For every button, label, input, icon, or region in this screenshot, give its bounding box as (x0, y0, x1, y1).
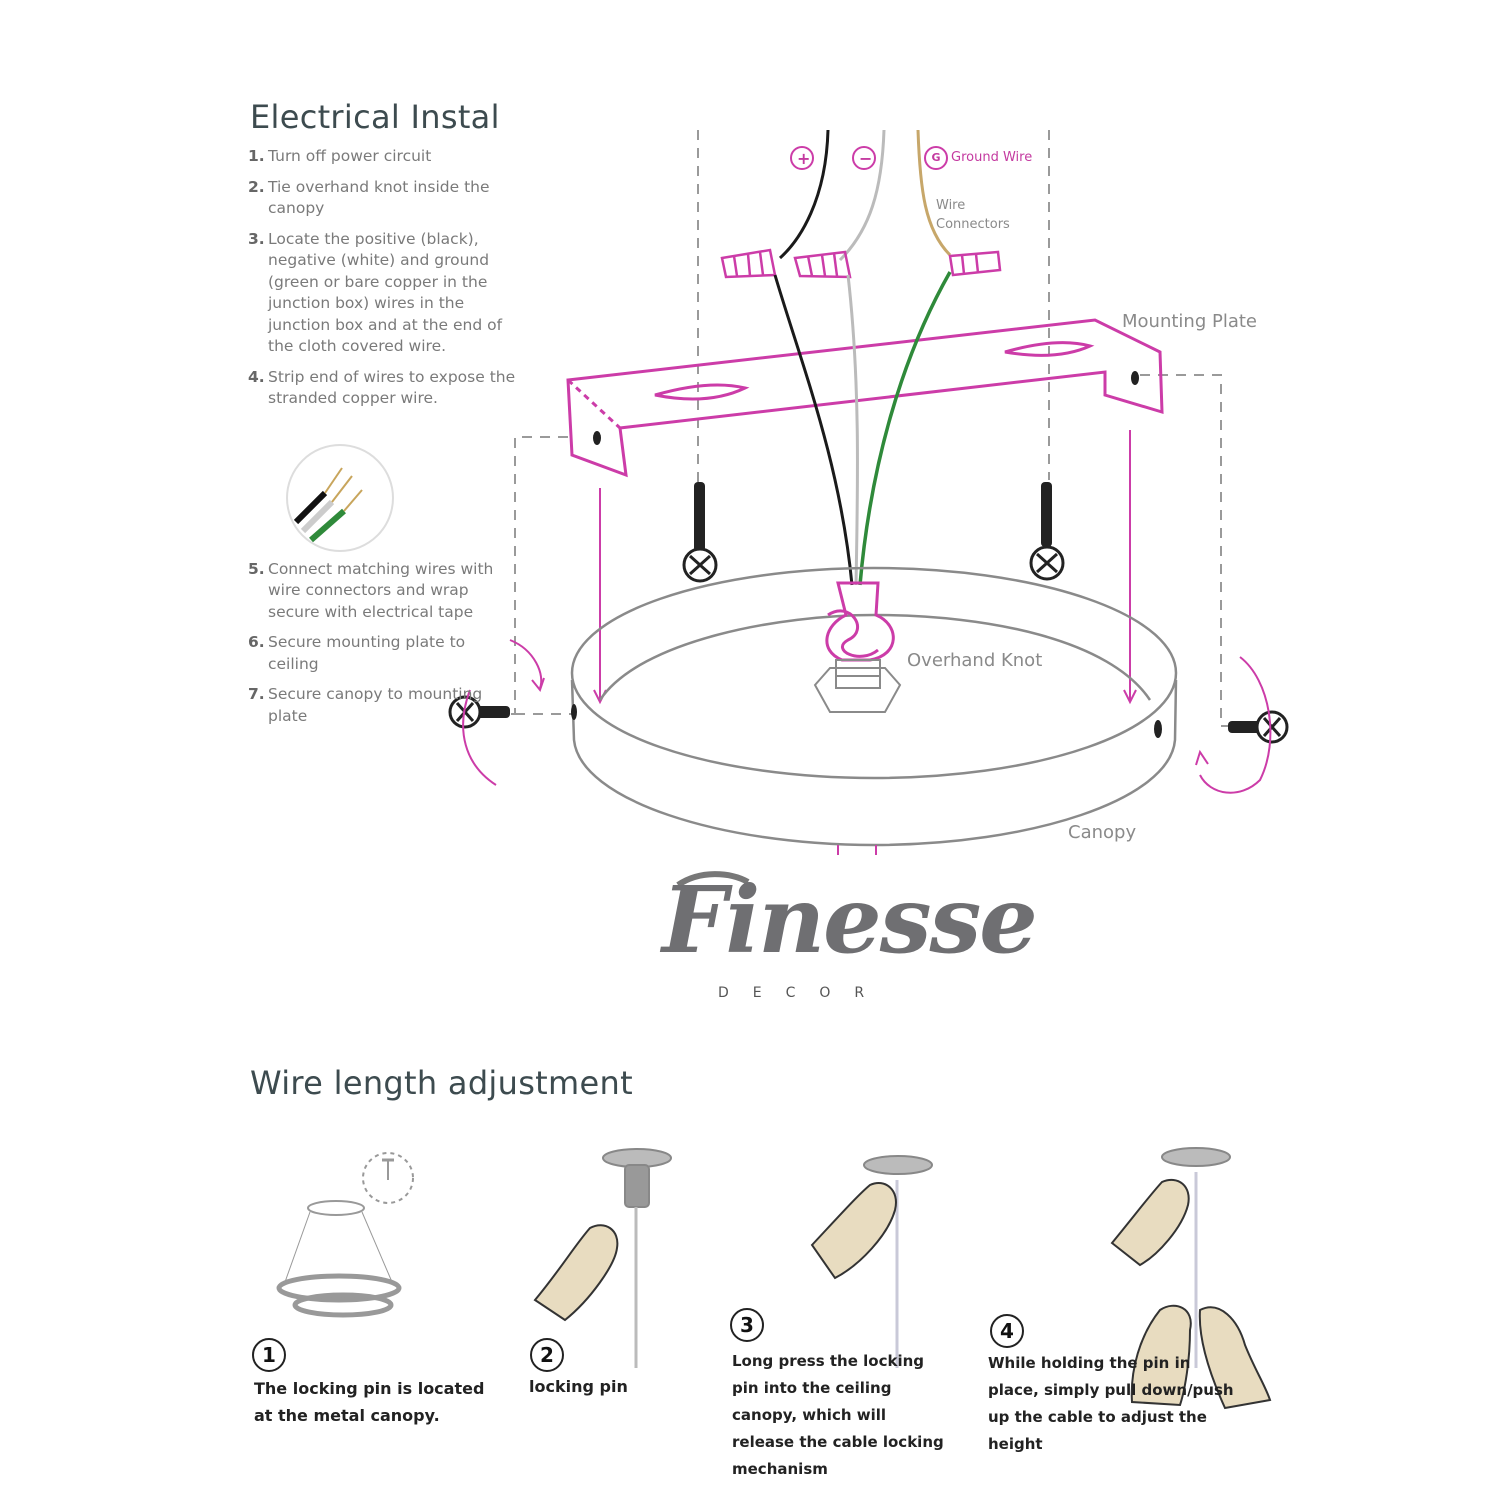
adjust-title: Wire length adjustment (250, 1064, 633, 1102)
step-text: Secure canopy to mounting plate (268, 685, 483, 725)
step-number: 7. (248, 685, 265, 703)
step-number: 3. (248, 229, 265, 248)
install-step-4: 4.Strip end of wires to expose the stran… (248, 367, 518, 410)
step-number: 4. (248, 367, 265, 386)
step-number: 2. (248, 177, 265, 196)
mounting-plate-label: Mounting Plate (1122, 311, 1257, 332)
logo-subtitle: DECOR (718, 985, 889, 1001)
minus-icon (852, 146, 876, 170)
install-step-1: 1.Turn off power circuit (248, 146, 518, 168)
install-title: Electrical Instal (250, 98, 500, 136)
step-4-number: 4 (990, 1314, 1024, 1348)
install-step-7: 7.Secure canopy to mounting plate (248, 684, 518, 727)
step-text: Locate the positive (black), negative (w… (268, 229, 503, 356)
step-number: 5. (248, 559, 265, 578)
mounting-plate (566, 318, 1164, 478)
ceiling-pin-illustrations (602, 1147, 1231, 1368)
overhand-knot (825, 581, 895, 662)
white-wire-top (838, 129, 886, 262)
pendant-light-illustration (276, 1152, 414, 1318)
stripped-wires-icon (286, 444, 394, 552)
canopy (570, 566, 1178, 847)
minus-label: − (859, 149, 873, 168)
canopy-label: Canopy (1068, 822, 1137, 843)
step-2-number: 2 (530, 1338, 564, 1372)
step-4-caption: While holding the pin in place, simply p… (988, 1354, 1234, 1453)
step-2-caption: locking pin (529, 1377, 628, 1396)
install-step-5: 5.Connect matching wires with wire conne… (248, 559, 518, 624)
step-text: Strip end of wires to expose the strande… (268, 367, 516, 408)
logo-mark (676, 871, 750, 888)
install-steps: 1.Turn off power circuit 2.Tie overhand … (248, 146, 518, 736)
finger-illustrations (533, 1178, 1272, 1410)
green-wire (858, 271, 952, 586)
plus-label: + (797, 149, 811, 168)
black-wire-top (778, 129, 830, 260)
step-text: Tie overhand knot inside the canopy (268, 177, 490, 218)
plus-icon (790, 146, 814, 170)
step-1-number: 1 (252, 1338, 286, 1372)
step-text: Connect matching wires with wire connect… (268, 559, 494, 621)
ground-icon (924, 146, 948, 170)
ground-letter: G (931, 151, 941, 164)
black-wire (773, 274, 854, 586)
canopy-nut (813, 659, 902, 713)
step-text: Secure mounting plate to ceiling (268, 633, 466, 673)
step-text: Turn off power circuit (268, 147, 432, 165)
wire-connector-icons (720, 248, 1002, 279)
logo-wordmark: Finesse (662, 866, 1038, 974)
step-number: 6. (248, 633, 265, 651)
step-3-caption: Long press the locking pin into the ceil… (732, 1352, 944, 1478)
wire-connectors-label: Wire Connectors (936, 198, 1010, 232)
ground-wire-label: Ground Wire (951, 150, 1033, 165)
step-1-caption: The locking pin is located at the metal … (254, 1379, 485, 1425)
install-step-2: 2.Tie overhand knot inside the canopy (248, 177, 518, 220)
white-wire (846, 274, 860, 586)
step-number: 1. (248, 147, 265, 165)
ground-wire-top (916, 129, 952, 257)
install-step-3: 3.Locate the positive (black), negative … (248, 229, 518, 358)
overhand-knot-label: Overhand Knot (907, 650, 1043, 671)
install-step-6: 6.Secure mounting plate to ceiling (248, 632, 518, 675)
step-3-number: 3 (730, 1308, 764, 1342)
